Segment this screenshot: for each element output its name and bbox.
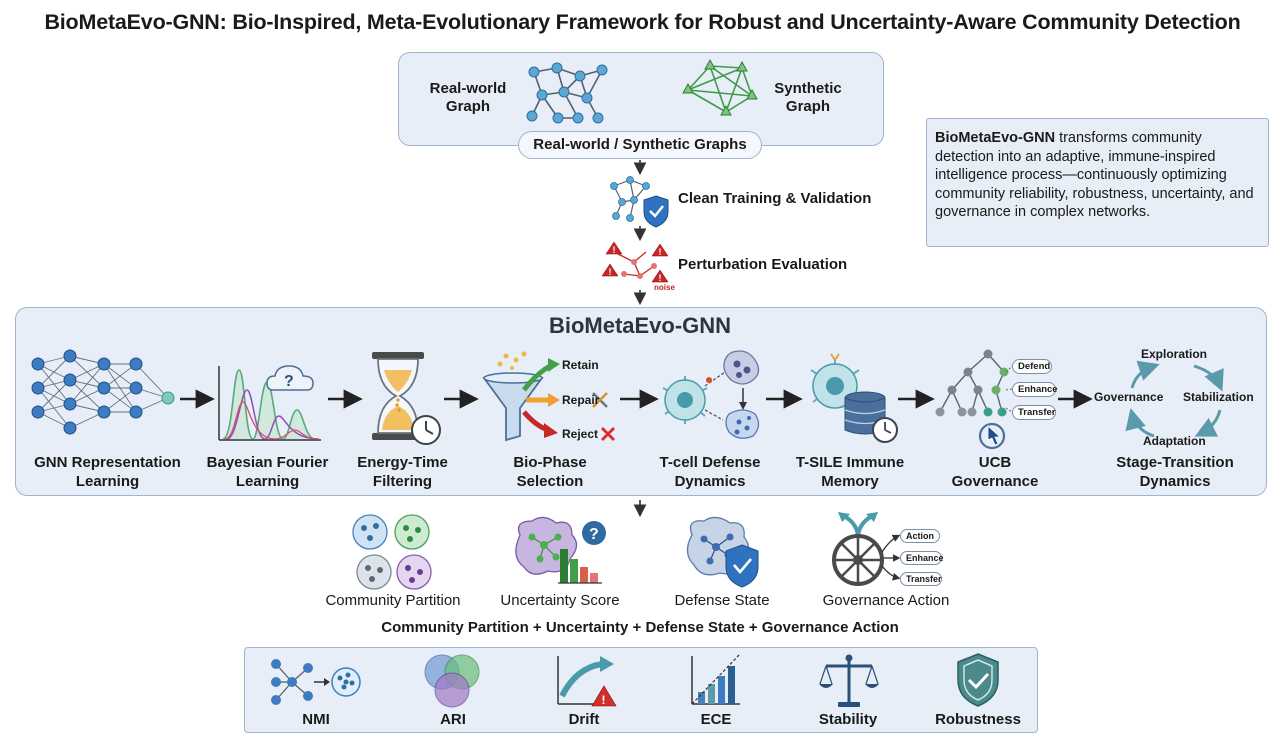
output-uncertainty-score: Uncertainty Score (500, 592, 620, 609)
ari-venn-icon (424, 654, 480, 708)
svg-text:!: ! (602, 693, 606, 707)
description-box: BioMetaEvo-GNN transforms community dete… (926, 118, 1269, 247)
metric-robustness: Robustness (935, 711, 1021, 728)
cycle-exploration: Exploration (1141, 347, 1208, 361)
hourglass-icon (372, 352, 441, 445)
svg-text:?: ? (284, 373, 294, 390)
perturbation-icon: !!!! noise (601, 241, 675, 292)
ucb-tag-transfer: Transfer (1012, 405, 1056, 420)
noise-label: noise (654, 283, 675, 292)
ece-icon (691, 653, 741, 705)
svg-text:!: ! (609, 267, 612, 277)
robustness-shield-icon (957, 653, 999, 707)
action-tag-enhance: Enhance (900, 551, 944, 565)
perturbation-label: Perturbation Evaluation (678, 256, 848, 273)
framework-title: BioMetaEvo-GNN (548, 313, 732, 338)
governance-action-icon (832, 512, 901, 586)
clean-training-icon (610, 176, 669, 228)
input-graphs-panel (398, 52, 884, 146)
defense-state-icon (686, 516, 759, 588)
cycle-stabilization: Stabilization (1183, 390, 1254, 404)
community-partition-icon (352, 514, 432, 590)
svg-text:!: ! (659, 247, 662, 257)
outputs-summary: Community Partition + Uncertainty + Defe… (381, 619, 899, 636)
selection-reject: Reject (562, 427, 599, 441)
ucb-tag-defend: Defend (1012, 359, 1052, 374)
output-defense-state: Defense State (674, 592, 770, 609)
cycle-governance: Governance (1094, 390, 1164, 404)
metric-ece: ECE (700, 711, 732, 728)
svg-text:!: ! (659, 273, 662, 283)
description-bold: BioMetaEvo-GNN (935, 130, 1056, 146)
metric-drift: Drift (568, 711, 600, 728)
synthetic-graph-icon (682, 58, 758, 116)
uncertainty-score-icon: ? (515, 516, 606, 584)
metric-ari: ARI (440, 711, 466, 728)
selection-retain: Retain (562, 358, 599, 372)
gnn-network-icon (31, 349, 175, 435)
real-world-graph-icon (526, 62, 608, 124)
stability-scale-icon (819, 654, 879, 707)
synthetic-graph-label: Synthetic Graph (774, 80, 842, 115)
ucb-tag-enhance: Enhance (1012, 382, 1058, 397)
svg-text:!: ! (613, 245, 616, 255)
action-tag-transfer: Transfer (900, 572, 942, 586)
page-title: BioMetaEvo-GNN: Bio-Inspired, Meta-Evolu… (44, 10, 1241, 34)
input-graphs-pill: Real-world / Synthetic Graphs (518, 131, 762, 159)
clean-training-label: Clean Training & Validation (678, 190, 872, 207)
output-governance-action: Governance Action (822, 592, 950, 609)
drift-icon: ! (557, 656, 617, 707)
t-cell-icon (662, 350, 760, 439)
cycle-arrows-icon (1125, 360, 1224, 438)
metric-nmi: NMI (302, 711, 330, 728)
immune-memory-icon (810, 353, 898, 443)
description-text: transforms community detection into an a… (935, 130, 1254, 220)
cycle-adaptation: Adaptation (1143, 434, 1206, 448)
metrics-panel (244, 647, 1038, 733)
bayesian-fourier-icon: ? (218, 365, 321, 441)
funnel-icon (482, 351, 615, 442)
action-tag-action: Action (900, 529, 940, 543)
svg-text:?: ? (589, 526, 599, 543)
real-world-graph-label: Real-world Graph (429, 80, 507, 115)
output-community-partition: Community Partition (325, 592, 461, 609)
nmi-icon (271, 659, 361, 705)
ucb-tree-icon (935, 349, 1009, 450)
selection-repair: Repair (562, 393, 600, 407)
metric-stability: Stability (818, 711, 878, 728)
